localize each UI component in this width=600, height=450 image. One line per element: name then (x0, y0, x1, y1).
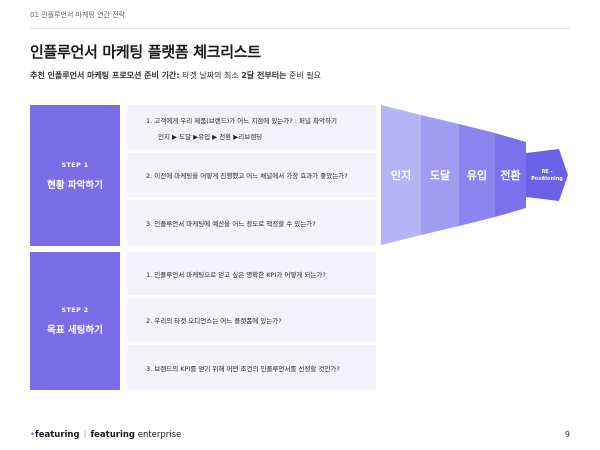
question-item: 2. 이전에 마케팅을 어떻게 진행했고 어느 채널에서 가장 효과가 좋았는가… (127, 153, 376, 197)
step-2-name: 목표 세팅하기 (47, 325, 103, 336)
question-item: 1. 고객에게 우리 제품(브랜드)가 어느 지점에 있는가? : 퍼널 파악하… (127, 105, 376, 150)
marketing-funnel: 인지 도달 유입 전환 RE - Positioning (381, 105, 568, 245)
subtitle-bold-2: 2달 전부터는 (241, 71, 287, 80)
section-header: 01 인플루언서 마케팅 연간 전략 (30, 11, 126, 19)
page-number: 9 (564, 430, 570, 439)
header-divider (30, 28, 570, 29)
funnel-label-conversion: 전환 (500, 168, 520, 182)
funnel-stage-repositioning (526, 149, 568, 201)
step-1-label: STEP 1 (61, 160, 89, 169)
brand-enterprise-name: featuring (90, 430, 136, 440)
question-item: 3. 브랜드의 KPI를 얻기 위해 어떤 조건의 인플루언서를 선정할 것인가… (127, 345, 376, 390)
question-text: 2. 이전에 마케팅을 어떻게 진행했고 어느 채널에서 가장 효과가 좋았는가… (146, 172, 348, 180)
funnel-steps-text: 인지 ▶ 도달 ▶유입 ▶ 전환 ▶리브랜딩 (158, 132, 263, 141)
funnel-stage-reach (421, 115, 459, 235)
funnel-label-awareness: 인지 (391, 168, 411, 182)
subtitle-bold: 추천 인플루언서 마케팅 프로모션 준비 기간: (30, 71, 180, 80)
funnel-label-repositioning-2: Positioning (531, 176, 563, 182)
step-1-box: STEP 1 현황 파악하기 (30, 105, 120, 246)
question-item: 1. 인플루언서 마케팅으로 얻고 싶은 명확한 KPI가 어떻게 되는가? (127, 252, 376, 295)
funnel-label-reach: 도달 (430, 169, 450, 182)
funnel-stage-conversion (495, 133, 526, 217)
brand-enterprise-suffix: enterprise (137, 430, 182, 440)
brand-name: featuring (35, 430, 80, 440)
funnel-stage-awareness (381, 105, 421, 245)
question-item: 2. 우리의 타겟 오디언스는 어느 플랫폼에 있는가? (127, 298, 376, 342)
funnel-stage-inflow (459, 124, 495, 226)
question-text: 1. 인플루언서 마케팅으로 얻고 싶은 명확한 KPI가 어떻게 되는가? (146, 270, 326, 279)
question-text: 3. 인플루언서 마케팅에 예산을 어느 정도로 책정할 수 있는가? (146, 220, 316, 228)
footer-logo: •featuring|featuring enterprise (30, 430, 181, 440)
question-text: 1. 고객에게 우리 제품(브랜드)가 어느 지점에 있는가? : 퍼널 파악하… (146, 116, 337, 125)
step-2-label: STEP 2 (61, 306, 89, 314)
page-subtitle: 추천 인플루언서 마케팅 프로모션 준비 기간: 타겟 날짜의 최소 2달 전부… (30, 70, 321, 81)
subtitle-text-2: 준비 필요 (286, 71, 321, 80)
funnel-label-repositioning-1: RE - (541, 169, 552, 175)
question-text: 2. 우리의 타겟 오디언스는 어느 플랫폼에 있는가? (146, 317, 282, 325)
question-item: 3. 인플루언서 마케팅에 예산을 어느 정도로 책정할 수 있는가? (127, 200, 376, 246)
logo-dot-icon: • (30, 430, 36, 440)
step-1-name: 현황 파악하기 (47, 179, 103, 191)
funnel-label-inflow: 유입 (467, 169, 487, 182)
footer-separator: | (83, 430, 87, 440)
page-title: 인플루언서 마케팅 플랫폼 체크리스트 (30, 43, 261, 61)
question-text: 3. 브랜드의 KPI를 얻기 위해 어떤 조건의 인플루언서를 선정할 것인가… (146, 364, 340, 373)
step-2-box: STEP 2 목표 세팅하기 (30, 252, 120, 390)
subtitle-text-1: 타겟 날짜의 최소 (179, 71, 242, 80)
